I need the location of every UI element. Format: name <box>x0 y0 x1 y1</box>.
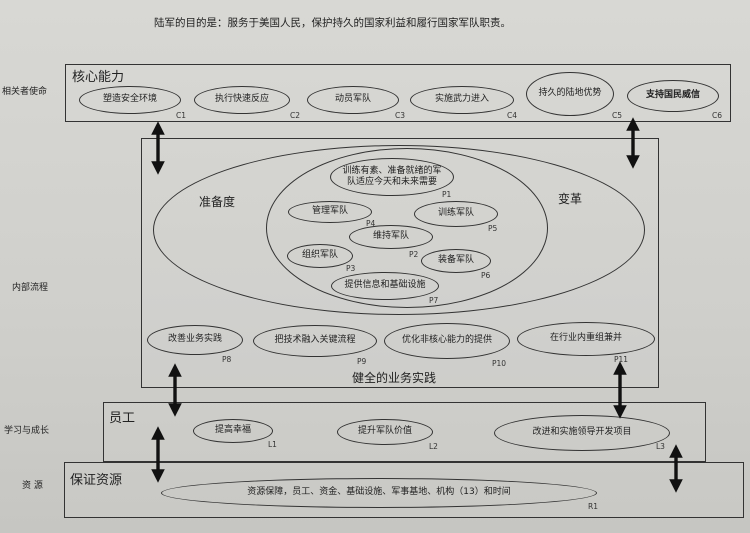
staff-oval: 改进和实施领导开发项目 <box>494 415 670 451</box>
resources-title: 保证资源 <box>70 473 123 488</box>
process-oval: 训练军队 <box>414 201 498 227</box>
process-code: P7 <box>429 296 439 305</box>
staff-label: 改进和实施领导开发项目 <box>532 427 632 438</box>
capability-code: C4 <box>507 111 518 120</box>
process-oval: 装备军队 <box>421 249 491 273</box>
transformation-label: 变革 <box>558 192 583 206</box>
capability-code: C3 <box>395 111 406 120</box>
capability-oval: 执行快速反应 <box>194 86 290 114</box>
row-label-learning: 学习与成长 <box>4 426 50 436</box>
business-practices-title: 健全的业务实践 <box>352 371 437 385</box>
row-label-stakeholder: 相关者使命 <box>2 87 48 97</box>
capability-label: 动员军队 <box>334 94 371 105</box>
capability-label: 持久的陆地优势 <box>538 88 602 99</box>
process-oval: 训练有素、准备就绪的军队适应今天和未来需要 <box>330 158 454 196</box>
process-code: P1 <box>442 190 452 199</box>
practice-label: 优化非核心能力的提供 <box>401 335 492 346</box>
process-oval: 管理军队 <box>288 201 372 223</box>
process-oval: 提供信息和基础设施 <box>331 272 439 300</box>
practice-label: 改善业务实践 <box>167 334 222 345</box>
header-text: 陆军的目的是：服务于美国人民，保护持久的国家利益和履行国家军队职责。 <box>154 17 511 29</box>
capability-oval: 塑造安全环境 <box>79 86 181 114</box>
resources-code: R1 <box>588 502 598 511</box>
practice-code: P9 <box>357 357 367 366</box>
practice-code: P10 <box>492 359 507 368</box>
capability-oval: 实施武力进入 <box>410 86 514 114</box>
row-label-internal: 内部流程 <box>12 283 49 293</box>
staff-code: L1 <box>268 440 277 449</box>
practice-oval: 优化非核心能力的提供 <box>384 323 510 359</box>
core-capabilities-title: 核心能力 <box>72 70 125 85</box>
process-oval: 维持军队 <box>349 225 433 249</box>
staff-oval: 提高幸福 <box>193 419 273 443</box>
staff-label: 提升军队价值 <box>357 426 412 437</box>
process-label: 组织军队 <box>301 250 338 261</box>
process-label: 管理军队 <box>311 206 348 217</box>
practice-label: 把技术融入关键流程 <box>274 335 356 346</box>
readiness-label: 准备度 <box>199 195 236 209</box>
capability-code: C6 <box>712 111 723 120</box>
capability-label: 执行快速反应 <box>214 94 269 105</box>
practice-oval: 在行业内重组兼并 <box>517 322 655 356</box>
process-label: 提供信息和基础设施 <box>344 280 426 291</box>
resources-oval: 资源保障，员工、资金、基础设施、军事基地、机构（13）和时间 <box>161 478 597 508</box>
process-code: P3 <box>346 264 356 273</box>
practice-oval: 改善业务实践 <box>147 325 243 355</box>
capability-oval: 支持国民威信 <box>627 80 719 112</box>
readiness-transformation-oval <box>153 145 645 315</box>
practice-code: P11 <box>614 355 629 364</box>
process-code: P6 <box>481 271 491 280</box>
capability-code: C2 <box>290 111 301 120</box>
process-code: P5 <box>488 224 498 233</box>
process-label: 维持军队 <box>372 231 409 242</box>
capability-oval: 持久的陆地优势 <box>526 72 614 116</box>
practice-code: P8 <box>222 355 232 364</box>
practice-label: 在行业内重组兼并 <box>549 333 622 344</box>
capability-oval: 动员军队 <box>307 86 399 114</box>
process-label: 训练军队 <box>437 208 474 219</box>
process-code: P4 <box>366 219 376 228</box>
capability-label: 实施武力进入 <box>434 94 489 105</box>
staff-label: 提高幸福 <box>214 425 251 436</box>
capability-code: C1 <box>176 111 187 120</box>
capability-label: 支持国民威信 <box>645 90 700 101</box>
resources-label: 资源保障，员工、资金、基础设施、军事基地、机构（13）和时间 <box>247 487 511 498</box>
row-label-resources: 资 源 <box>22 481 43 491</box>
core-process-oval <box>266 148 548 308</box>
staff-oval: 提升军队价值 <box>337 419 433 445</box>
practice-oval: 把技术融入关键流程 <box>253 325 377 357</box>
process-label: 训练有素、准备就绪的军队适应今天和未来需要 <box>342 165 442 187</box>
process-code: P2 <box>409 250 419 259</box>
process-label: 装备军队 <box>437 255 474 266</box>
staff-title: 员工 <box>109 411 136 426</box>
capability-code: C5 <box>612 111 623 120</box>
process-oval: 组织军队 <box>287 244 353 268</box>
staff-code: L3 <box>656 442 665 451</box>
staff-code: L2 <box>429 442 438 451</box>
capability-label: 塑造安全环境 <box>102 94 157 105</box>
